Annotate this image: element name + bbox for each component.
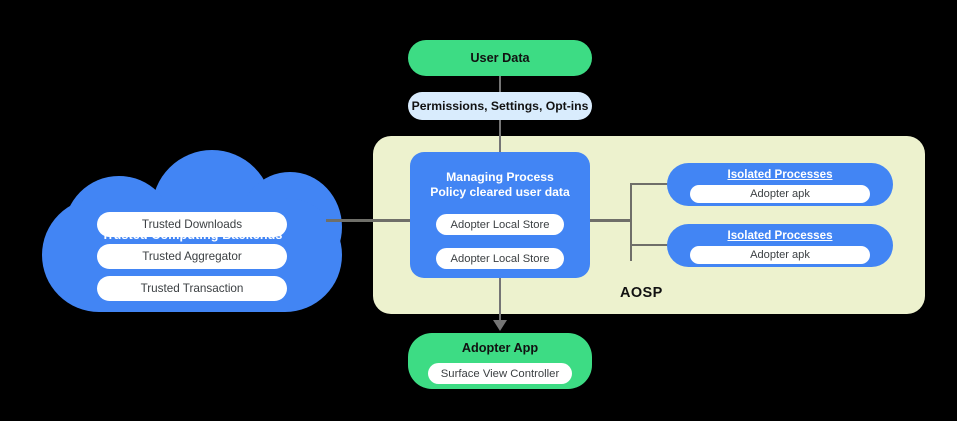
user-data-box[interactable]: User Data <box>408 40 592 76</box>
connector-managing-process-to-adopter-app <box>499 278 501 322</box>
isolated-process-title-2: Isolated Processes <box>727 229 833 242</box>
connector-user-data-to-permissions <box>499 76 501 93</box>
adopter-app-title: Adopter App <box>461 341 539 355</box>
cloud-item-trusted-transaction[interactable]: Trusted Transaction <box>97 276 287 301</box>
connector-permissions-to-managing-process <box>499 120 501 153</box>
managing-process-box[interactable]: Managing Process Policy cleared user dat… <box>410 152 590 278</box>
connector-fork-to-isolated-1 <box>630 183 670 185</box>
adopter-local-store-2[interactable]: Adopter Local Store <box>436 248 564 269</box>
connector-cloud-to-managing-process <box>326 219 412 222</box>
adopter-apk-1[interactable]: Adopter apk <box>690 185 870 203</box>
adopter-app-box[interactable]: Adopter App Surface View Controller <box>408 333 592 389</box>
arrowhead-down-icon <box>493 320 507 331</box>
permissions-settings-optins-box[interactable]: Permissions, Settings, Opt-ins <box>408 92 592 120</box>
isolated-process-title-1: Isolated Processes <box>727 168 833 181</box>
connector-fork-to-isolated-2 <box>630 244 670 246</box>
cloud-item-trusted-aggregator[interactable]: Trusted Aggregator <box>97 244 287 269</box>
managing-process-title-line2: Policy cleared user data <box>430 185 570 199</box>
isolated-process-box-2[interactable]: Isolated Processes Adopter apk <box>667 224 893 267</box>
aosp-label: AOSP <box>620 285 663 301</box>
adopter-local-store-1[interactable]: Adopter Local Store <box>436 214 564 235</box>
connector-managing-to-fork <box>590 219 632 222</box>
adopter-apk-2[interactable]: Adopter apk <box>690 246 870 264</box>
connector-fork-vertical <box>630 185 632 261</box>
surface-view-controller[interactable]: Surface View Controller <box>428 363 572 384</box>
managing-process-title: Managing Process Policy cleared user dat… <box>410 170 590 200</box>
isolated-process-box-1[interactable]: Isolated Processes Adopter apk <box>667 163 893 206</box>
trusted-computing-backends-cloud: Trusted Computing Backends Trusted Downl… <box>42 150 342 312</box>
managing-process-title-line1: Managing Process <box>446 170 554 184</box>
cloud-item-trusted-downloads[interactable]: Trusted Downloads <box>97 212 287 237</box>
